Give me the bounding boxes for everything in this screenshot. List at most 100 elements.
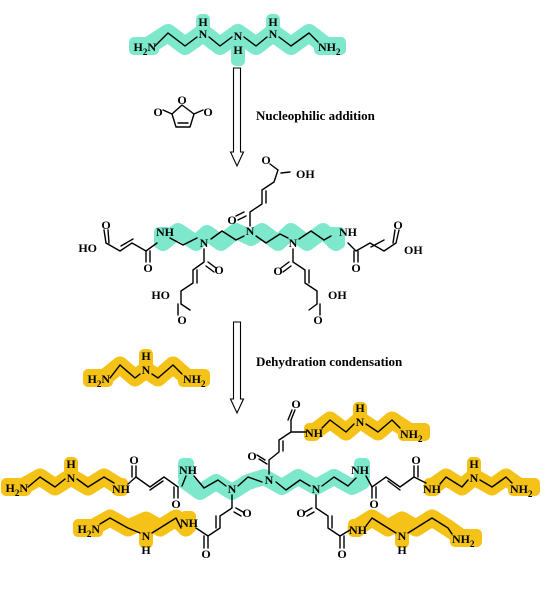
bond [290,409,296,421]
carbonyl-oxygen: O [143,261,152,275]
diethylenetriamine-hydrogen: H [141,349,151,363]
bond [181,475,187,487]
product-hydrogen: H [469,457,479,471]
highlight-layer [1,14,540,548]
bond [256,454,266,461]
product-maleamide-linker [195,494,233,537]
bond [151,364,183,379]
bond [103,229,107,244]
product-carbonyl-oxygen: O [296,506,305,520]
intermediate-core-highlight [154,227,172,249]
product-gold-highlight [508,478,540,496]
bond [287,409,293,421]
polyamine-nitrogen: N [199,27,208,41]
bond [280,171,291,174]
tertiary-nitrogen: N [246,224,255,238]
product-carbonyl-oxygen: O [171,497,180,511]
intermediate-core-highlight [155,223,344,251]
intermediate-acid-arm [347,242,397,252]
product-gold-highlight [304,423,320,441]
carbonyl-oxygen: O [227,213,236,227]
bond [233,511,242,517]
amide-nitrogen: NH [339,225,358,239]
product-arm-chain [365,517,397,534]
acid-hydroxyl: OH [404,243,423,257]
anhydride-oxygen: O [177,93,186,107]
bond [269,163,279,171]
product-core-highlight [178,469,370,500]
product-gold-highlight [180,511,196,533]
product-maleamide-linker [268,419,292,475]
product-gold-highlight [450,529,482,547]
reaction-arrow-2 [229,321,245,415]
product-gold-highlight [467,457,481,481]
intermediate-core [169,237,198,246]
polyamine-terminal-amine: H2N [133,40,156,57]
diethylenetriamine-chain [109,364,141,379]
bond [258,458,268,465]
product-arm-chain [27,476,66,488]
product-gold-highlight [348,519,364,537]
bond [235,211,245,217]
diethylenetriamine-highlight [83,369,113,387]
product-amide-nitrogen: NH [349,523,368,537]
product-terminal-amine: NH2 [452,532,475,549]
diethylenetriamine-highlight [178,369,210,387]
product-gold-highlight [398,423,430,441]
bond [76,476,115,488]
product-arm-chain [321,419,355,433]
carbonyl-oxygen: O [273,264,282,278]
bond [321,476,357,487]
bond [298,230,332,241]
intermediate-core-highlight [327,227,345,249]
bond [107,229,110,244]
polyamine-hydrogen: H [233,43,243,57]
product-gold-highlight [139,524,153,548]
bond [120,238,134,247]
bond [208,36,233,47]
polyamine-highlight [129,37,159,55]
step-label-nucleophilic-addition: Nucleophilic addition [256,108,376,123]
carbonyl-oxygen: O [313,313,322,327]
bond [149,480,164,491]
bond [479,476,513,488]
bond [255,233,289,244]
product-carbonyl-oxygen: O [201,547,210,561]
bond [365,419,401,433]
product-nitrogen: N [142,529,151,543]
bond [280,261,290,269]
intermediate-acid-arm [249,169,279,227]
product-nitrogen: N [356,415,365,429]
bond [205,265,215,273]
bond [275,479,311,491]
product-amide-nitrogen: NH [180,516,199,530]
bond [243,36,268,47]
intermediate-acid-arm [292,248,318,305]
product-arm-chain [151,517,182,534]
product-maleamide-linker [315,494,351,537]
step-label-dehydration-condensation: Dehydration condensation [256,354,403,369]
bond [387,480,401,491]
tertiary-nitrogen: N [200,236,209,250]
product-arm-chain [439,476,469,488]
carbonyl-oxygen: O [351,261,360,275]
carbonyl-oxygen: O [393,218,402,232]
polyamine-highlight [196,14,210,38]
bond [237,215,247,221]
product-terminal-amine: NH2 [510,482,533,499]
product-terminal-amine: H2N [77,522,100,539]
product-carbonyl-oxygen: O [242,506,251,520]
product-gold-highlight [83,509,195,537]
product-gold-highlight [424,478,440,496]
product-gold-highlight [112,478,128,496]
bond [308,303,318,311]
bond [162,109,173,115]
product-carbonyl-oxygen: O [369,497,378,511]
product-amide-nitrogen: NH [423,482,442,496]
product-hydrogen: H [141,543,151,557]
product-carbonyl-oxygen: O [337,547,346,561]
product-hydrogen: H [66,457,76,471]
bond [207,261,217,269]
product-hydrogen: H [397,543,407,557]
